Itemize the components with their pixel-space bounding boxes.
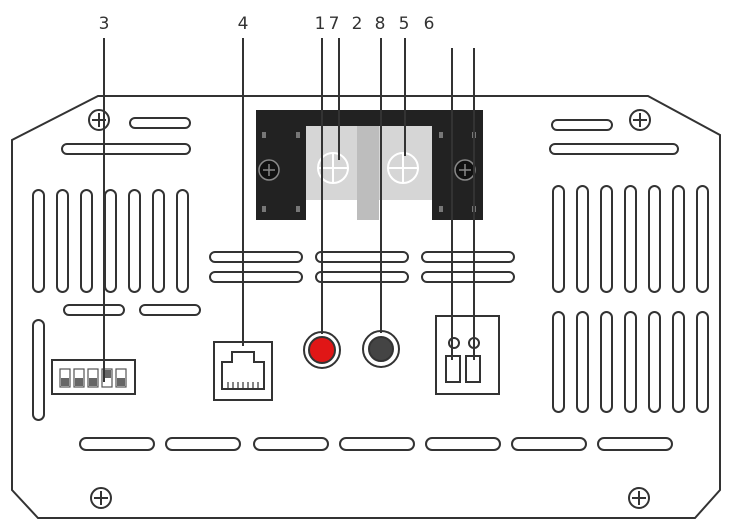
callout-3: 3 <box>99 14 110 34</box>
vent-grille-left <box>32 189 201 421</box>
positive-jack <box>303 331 341 369</box>
callout-8: 8 <box>375 14 386 34</box>
screw-top-right-icon <box>629 109 651 131</box>
screw-bottom-right-icon <box>628 487 650 509</box>
vent-slots-center <box>209 251 515 283</box>
vent-slots-top-right <box>549 119 679 155</box>
callout-5: 5 <box>399 14 410 34</box>
vent-slots-top-left <box>61 117 191 155</box>
terminal-screw-left-icon <box>258 159 280 181</box>
vent-grille-right <box>552 185 709 413</box>
screw-top-left-icon <box>88 109 110 131</box>
terminal-block <box>256 110 483 220</box>
callout-2: 2 <box>352 14 363 34</box>
terminal-screw-right-icon <box>454 159 476 181</box>
screw-bottom-left-icon <box>90 487 112 509</box>
callout-1: 1 <box>315 14 326 34</box>
leader-lines <box>103 38 475 382</box>
dip-switch-icon <box>51 359 136 395</box>
negative-jack <box>362 330 400 368</box>
callout-7: 7 <box>329 14 340 34</box>
callout-6: 6 <box>424 14 435 34</box>
terminal-screw-center-right-icon <box>387 152 419 184</box>
vent-slots-bottom <box>79 437 673 451</box>
callout-4: 4 <box>238 14 249 34</box>
